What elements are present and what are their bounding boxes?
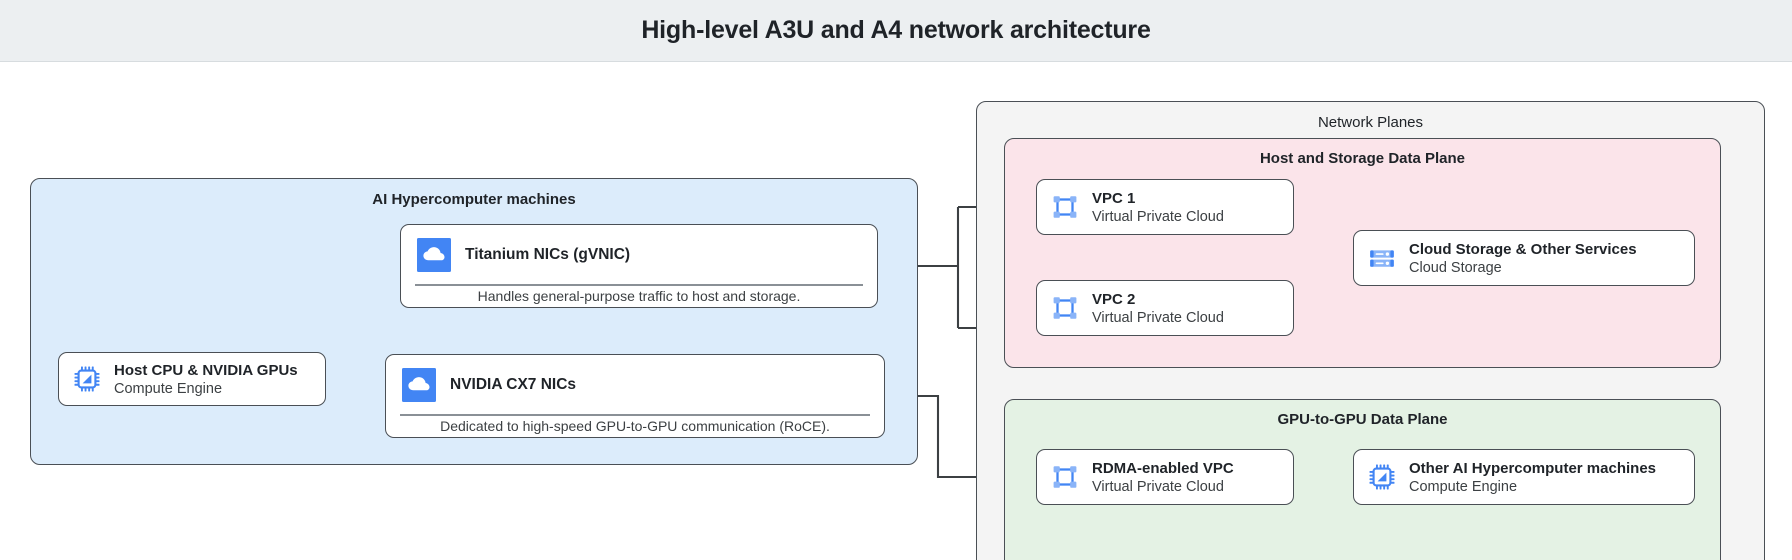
node-other-machines-subtitle: Compute Engine (1409, 478, 1518, 495)
page-header: High-level A3U and A4 network architectu… (0, 0, 1792, 62)
node-other-machines-title: Other AI Hypercomputer machines (1409, 459, 1657, 477)
node-cloud-storage-other-services[interactable]: Cloud Storage & Other Services Cloud Sto… (1353, 230, 1695, 286)
node-vpc-1-text: VPC 1 Virtual Private Cloud (1092, 190, 1224, 225)
node-rdma-vpc-subtitle: Virtual Private Cloud (1092, 478, 1224, 495)
node-nvidia-cx7-nics[interactable]: NVIDIA CX7 NICs Dedicated to high-speed … (385, 354, 885, 438)
node-titanium-head: Titanium NICs (gVNIC) (401, 225, 877, 284)
node-titanium-divider (415, 284, 863, 286)
node-rdma-vpc-title: RDMA-enabled VPC (1092, 459, 1234, 477)
node-titanium-caption: Handles general-purpose traffic to host … (477, 288, 801, 305)
cloud-icon (402, 368, 436, 402)
node-cloud-storage-subtitle: Cloud Storage (1409, 259, 1502, 276)
vpc-icon (1051, 463, 1079, 491)
node-vpc-2-text: VPC 2 Virtual Private Cloud (1092, 291, 1224, 326)
cpu-chip-icon (1368, 463, 1396, 491)
node-host-cpu-title: Host CPU & NVIDIA GPUs (114, 361, 298, 379)
node-rdma-enabled-vpc[interactable]: RDMA-enabled VPC Virtual Private Cloud (1036, 449, 1294, 505)
node-cloud-storage-text: Cloud Storage & Other Services Cloud Sto… (1409, 241, 1637, 276)
node-cx7-caption: Dedicated to high-speed GPU-to-GPU commu… (440, 418, 830, 435)
vpc-icon (1051, 294, 1079, 322)
group-title-gpu-plane: GPU-to-GPU Data Plane (1277, 411, 1448, 428)
node-vpc-2[interactable]: VPC 2 Virtual Private Cloud (1036, 280, 1294, 336)
node-host-cpu-text: Host CPU & NVIDIA GPUs Compute Engine (114, 362, 298, 397)
node-vpc-1[interactable]: VPC 1 Virtual Private Cloud (1036, 179, 1294, 235)
node-titanium-nics[interactable]: Titanium NICs (gVNIC) Handles general-pu… (400, 224, 878, 308)
node-vpc-2-title: VPC 2 (1092, 290, 1136, 308)
node-titanium-title: Titanium NICs (gVNIC) (465, 246, 631, 263)
node-vpc-2-subtitle: Virtual Private Cloud (1092, 309, 1224, 326)
node-cx7-divider (400, 414, 870, 416)
storage-icon (1368, 244, 1396, 272)
page-title: High-level A3U and A4 network architectu… (641, 16, 1151, 44)
node-host-cpu-nvidia-gpus[interactable]: Host CPU & NVIDIA GPUs Compute Engine (58, 352, 326, 406)
node-other-ai-hypercomputer-machines[interactable]: Other AI Hypercomputer machines Compute … (1353, 449, 1695, 505)
diagram-canvas: AI Hypercomputer machines Network Planes… (0, 62, 1792, 560)
node-vpc-1-subtitle: Virtual Private Cloud (1092, 208, 1224, 225)
cpu-chip-icon (73, 365, 101, 393)
vpc-icon (1051, 193, 1079, 221)
node-host-cpu-subtitle: Compute Engine (114, 380, 223, 397)
node-cx7-head: NVIDIA CX7 NICs (386, 355, 884, 414)
node-cx7-title: NVIDIA CX7 NICs (450, 376, 577, 393)
node-other-machines-text: Other AI Hypercomputer machines Compute … (1409, 460, 1656, 495)
cloud-icon (417, 238, 451, 272)
group-title-host-storage: Host and Storage Data Plane (1259, 150, 1466, 167)
node-rdma-vpc-text: RDMA-enabled VPC Virtual Private Cloud (1092, 460, 1234, 495)
node-vpc-1-title: VPC 1 (1092, 189, 1136, 207)
group-title-ai-hypercomputer: AI Hypercomputer machines (372, 191, 576, 208)
group-title-network-planes: Network Planes (1317, 114, 1424, 131)
node-cloud-storage-title: Cloud Storage & Other Services (1409, 240, 1637, 258)
